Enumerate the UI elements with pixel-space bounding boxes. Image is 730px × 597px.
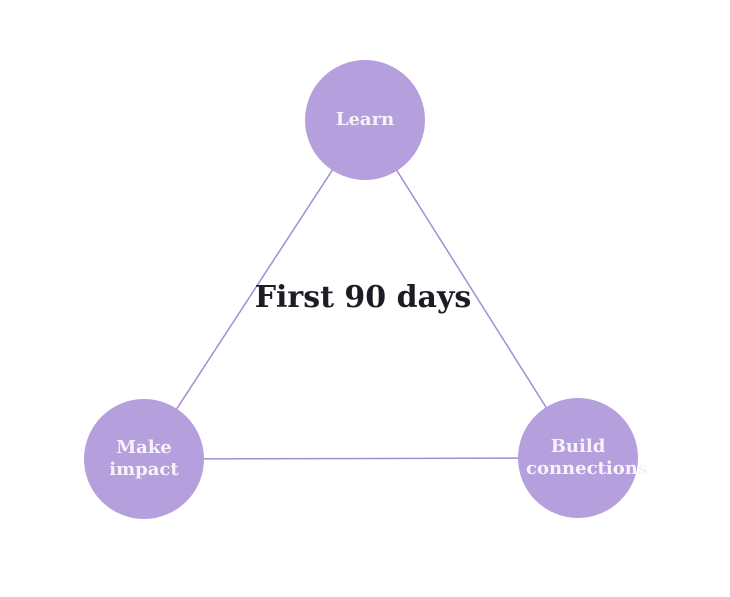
node-make-impact: Make impact <box>84 399 204 519</box>
edge-make-impact-build-connections <box>143 457 579 460</box>
node-learn: Learn <box>305 60 425 180</box>
node-make-impact-label: Make impact <box>109 436 179 481</box>
edge-learn-build-connections <box>364 119 579 459</box>
node-build-connections: Build connections <box>518 398 648 518</box>
node-learn-label: Learn <box>335 108 395 130</box>
node-build-connections-label: Build connections <box>526 435 648 480</box>
edge-learn-make-impact <box>143 119 366 460</box>
diagram-title: First 90 days <box>254 280 472 315</box>
